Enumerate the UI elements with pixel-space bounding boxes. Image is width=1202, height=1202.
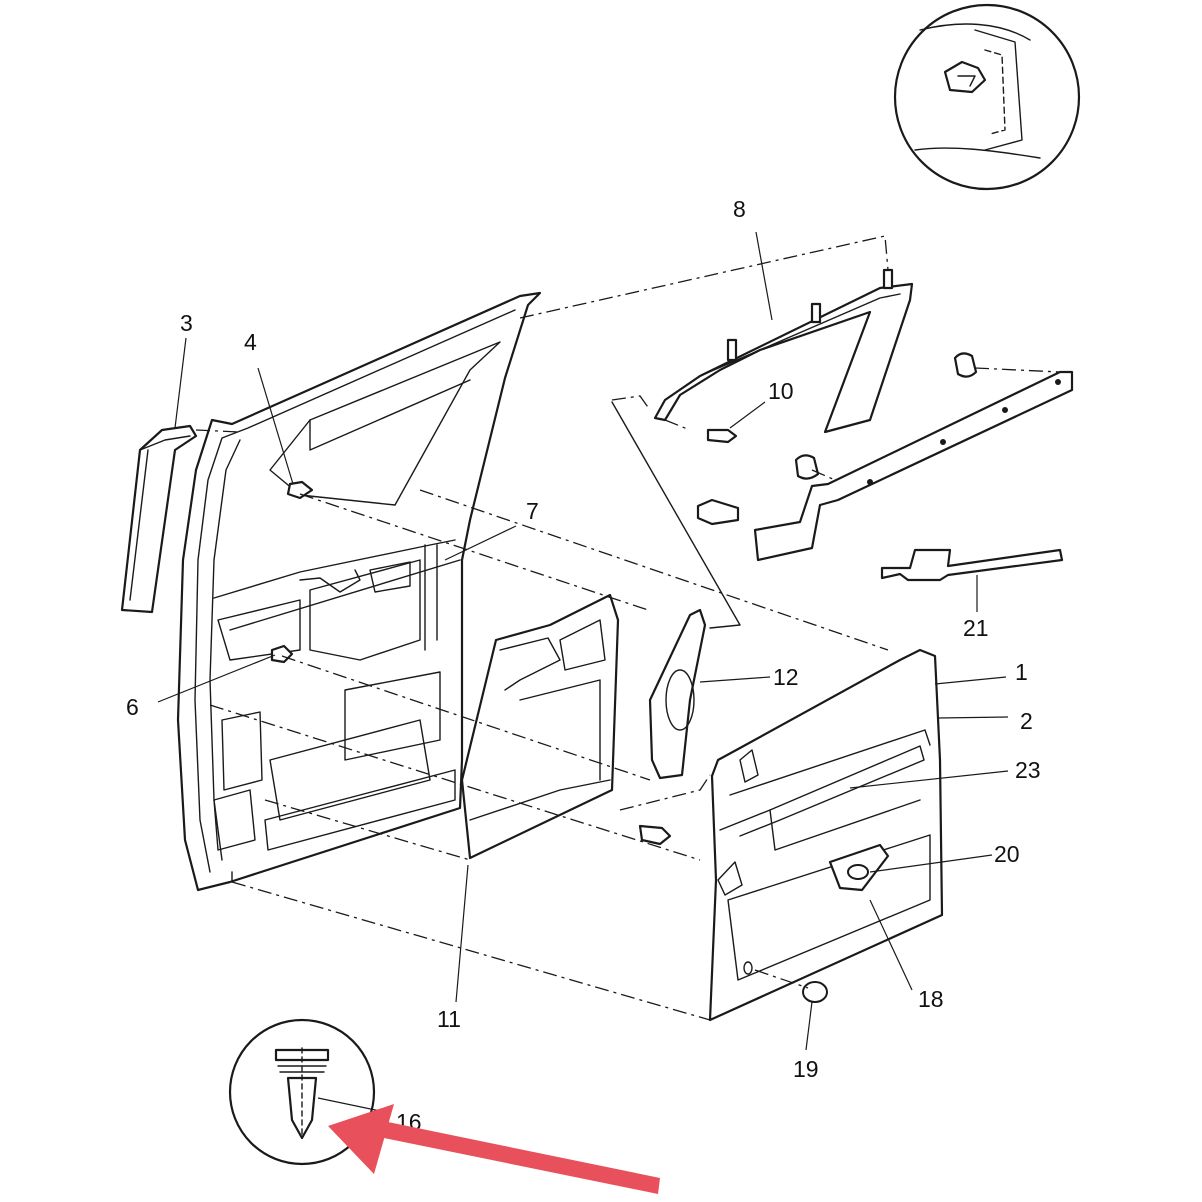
part-3-pillar-trim: [120, 424, 198, 614]
clip-detail-icon: [893, 3, 1081, 191]
label-11: 11: [437, 1006, 461, 1032]
label-23: 23: [1015, 757, 1041, 783]
label-7: 7: [526, 498, 539, 524]
door-frame: [176, 291, 542, 892]
label-21: 21: [963, 615, 989, 641]
part-11-inner-panel: [460, 593, 620, 860]
label-6: 6: [126, 694, 139, 720]
screw-10-icon: [706, 428, 738, 444]
label-20: 20: [994, 841, 1020, 867]
part-19-button-icon: [802, 981, 828, 1003]
label-12: 12: [773, 664, 799, 690]
screw-upper-icon: [696, 498, 740, 526]
part-12-cover: [648, 608, 707, 780]
red-arrow-icon: [328, 1104, 660, 1194]
label-3: 3: [180, 310, 193, 336]
label-18: 18: [918, 986, 944, 1012]
screw-lower-icon: [638, 824, 672, 846]
part-8-window-trim: [653, 268, 914, 434]
label-4: 4: [244, 329, 257, 355]
part-21-bracket: [880, 548, 1064, 582]
leader-lines: [157, 231, 1009, 1113]
label-10: 10: [768, 378, 794, 404]
label-2: 2: [1020, 708, 1033, 734]
assembly-guide-lines: [195, 235, 1061, 1021]
label-8: 8: [733, 196, 746, 222]
main-door-trim-panel: [708, 648, 944, 1022]
clip-4-icon: [286, 480, 314, 500]
clip-6-icon: [270, 644, 294, 664]
label-19: 19: [793, 1056, 819, 1082]
lower-rail-bracket: [753, 352, 1074, 562]
label-1: 1: [1015, 659, 1028, 685]
